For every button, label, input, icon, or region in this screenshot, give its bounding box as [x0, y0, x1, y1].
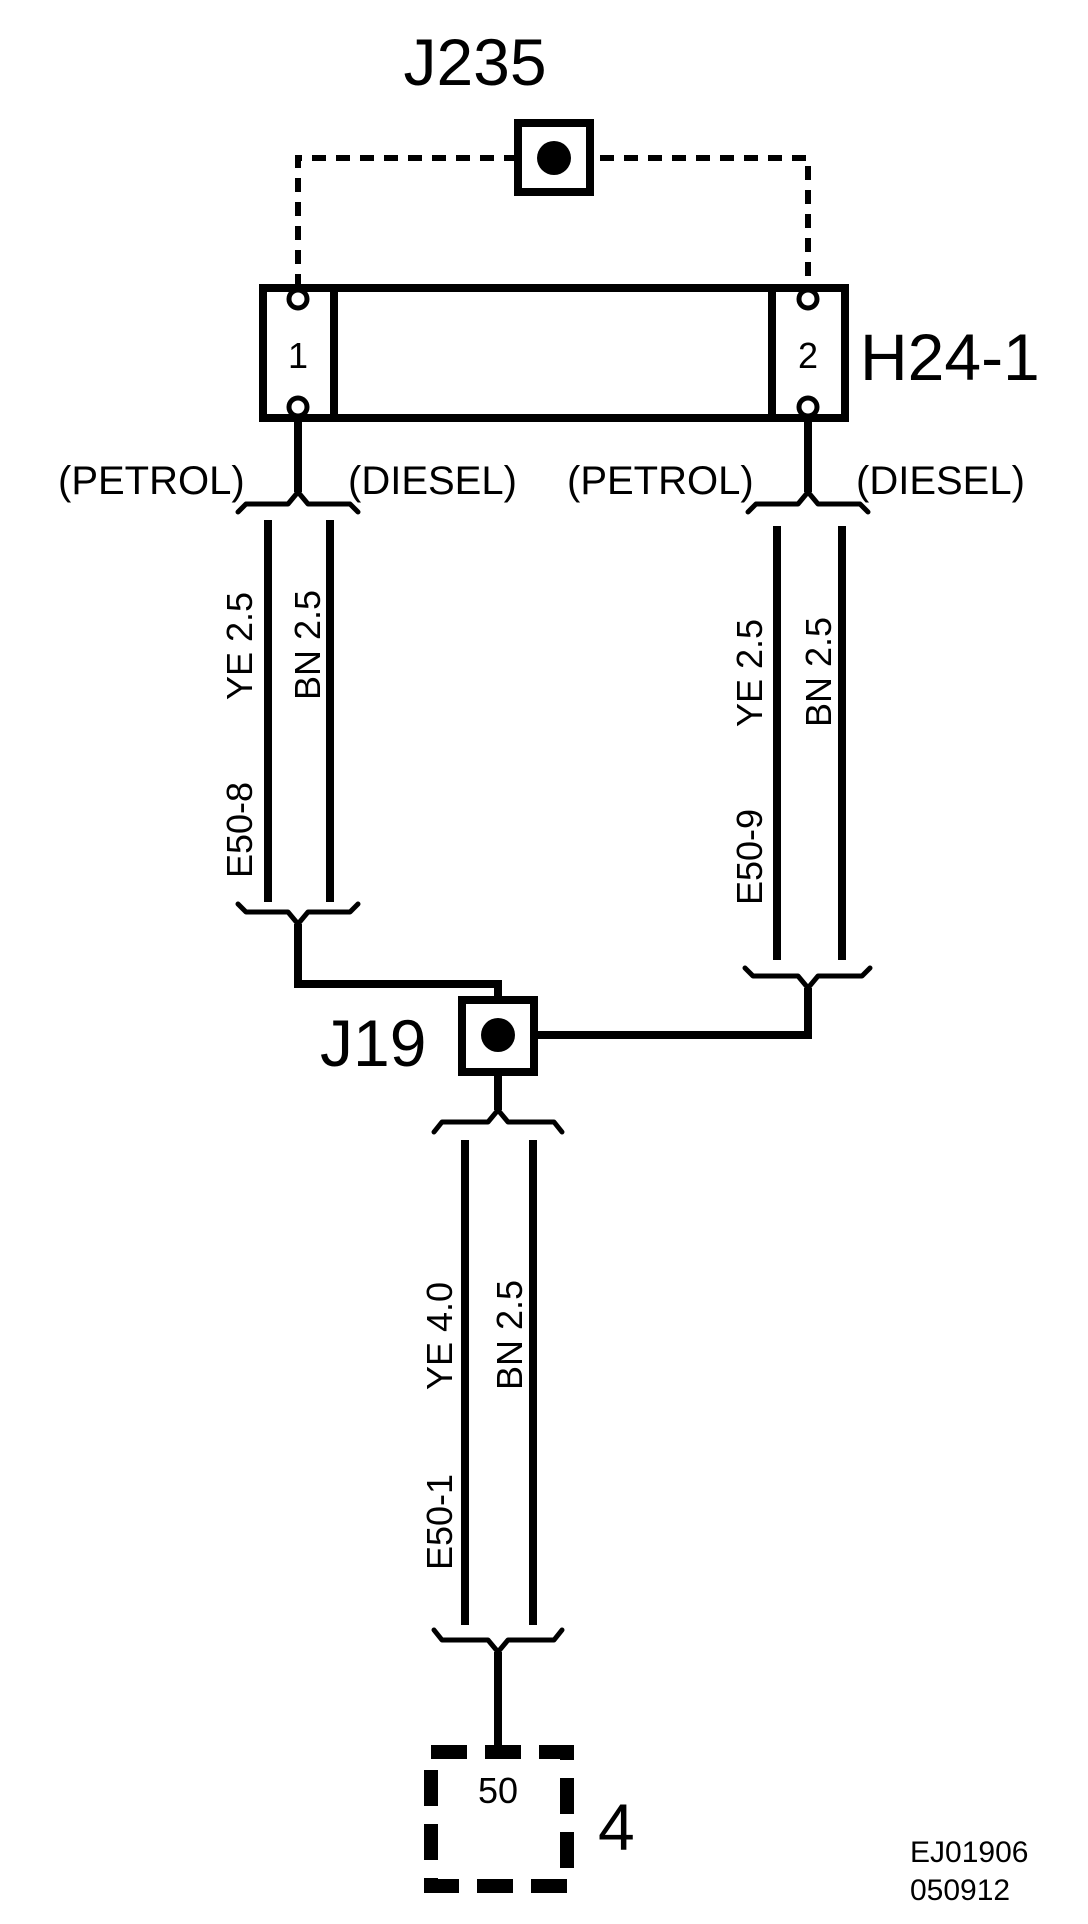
e50-1-bn-label: BN 2.5	[489, 1280, 530, 1390]
h24-1-label: H24-1	[860, 320, 1040, 394]
e50-8-bn-label: BN 2.5	[287, 590, 328, 700]
component-4-terminal: 50	[478, 1770, 518, 1811]
e50-9-ye-label: YE 2.5	[729, 619, 770, 727]
component-4-number: 4	[598, 1790, 635, 1864]
e50-9-bn-label: BN 2.5	[798, 617, 839, 727]
j235-label: J235	[403, 25, 546, 99]
left-diesel-label: (DIESEL)	[348, 459, 517, 503]
pin2-label: 2	[798, 335, 818, 376]
e50-1-top-brace	[431, 1107, 565, 1135]
j19-label: J19	[320, 1006, 426, 1080]
h24-1-connector-body	[259, 284, 849, 422]
e50-9-bottom-brace	[742, 965, 873, 991]
pin2-bottom-terminal	[796, 395, 820, 419]
left-petrol-label: (PETROL)	[58, 459, 245, 503]
e50-8-ye-label: YE 2.5	[219, 592, 260, 700]
pin2-top-terminal	[796, 287, 820, 311]
j235-splice-dot	[537, 141, 571, 175]
e50-1-bottom-brace	[431, 1627, 565, 1655]
e50-8-top-brace	[235, 489, 361, 515]
footer-date: 050912	[910, 1874, 1010, 1907]
e50-9-code: E50-9	[729, 809, 770, 905]
right-petrol-label: (PETROL)	[567, 459, 754, 503]
e50-1-ye-label: YE 4.0	[419, 1282, 460, 1390]
pin1-label: 1	[288, 335, 308, 376]
left-feed-to-j19	[294, 924, 502, 1002]
right-diesel-label: (DIESEL)	[856, 459, 1025, 503]
e50-8-code: E50-8	[219, 782, 260, 878]
footer-ref: EJ01906	[910, 1836, 1028, 1869]
e50-1-code: E50-1	[419, 1474, 460, 1570]
j19-splice-dot	[481, 1018, 515, 1052]
right-feed-to-j19	[534, 988, 812, 1039]
pin1-bottom-terminal	[286, 395, 310, 419]
component-4-outline	[424, 1745, 574, 1893]
e50-8-bottom-brace	[235, 901, 361, 927]
e50-9-top-brace	[745, 489, 871, 515]
pin1-top-terminal	[286, 287, 310, 311]
